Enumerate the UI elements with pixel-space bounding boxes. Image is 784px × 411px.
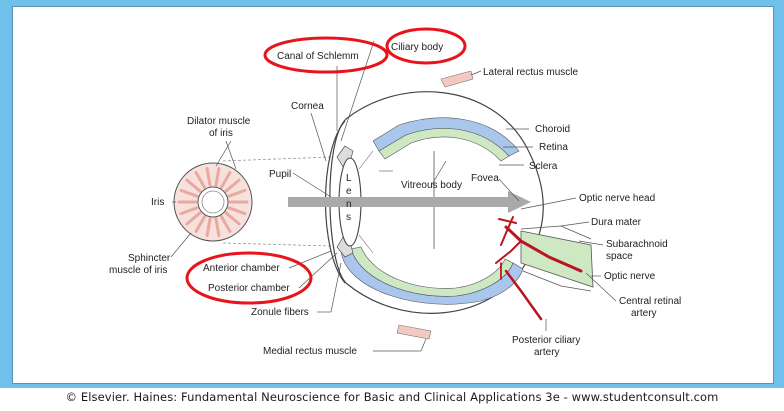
label-zonule-fibers: Zonule fibers [251, 307, 309, 318]
iris-spoke [185, 178, 202, 193]
label-sclera: Sclera [529, 161, 558, 172]
label-lens-s: s [346, 212, 351, 223]
highlight-circles [185, 27, 467, 305]
label-dura-mater: Dura mater [591, 217, 642, 228]
label-posterior-chamber: Posterior chamber [208, 283, 290, 294]
arteries [495, 216, 583, 321]
label-cornea: Cornea [291, 101, 324, 112]
label-central-retinal-1: Central retinal [619, 296, 681, 307]
label-vitreous-body: Vitreous body [401, 180, 462, 191]
iris-spoke [227, 188, 247, 198]
iris-spoke [227, 206, 247, 216]
label-pupil: Pupil [269, 169, 291, 180]
label-subarachnoid-1: Subarachnoid [606, 239, 668, 250]
highlight-canal-of-schlemm [263, 36, 389, 74]
iris-spoke [205, 217, 212, 237]
footer-divider [0, 386, 784, 388]
iris-spoke [179, 206, 199, 216]
footer-credit: © Elsevier. Haines: Fundamental Neurosci… [65, 390, 719, 404]
retina-upper [378, 128, 510, 162]
iris-spoke [214, 167, 221, 187]
highlight-chambers [185, 251, 313, 305]
iris-inset [173, 162, 253, 242]
label-choroid: Choroid [535, 124, 570, 135]
label-anterior-chamber: Anterior chamber [203, 263, 280, 274]
light-path-arrow [288, 191, 531, 213]
diagram-panel: Canal of Schlemm Ciliary body Lateral re… [12, 6, 774, 384]
label-lens-e: e [346, 186, 352, 197]
lateral-rectus-muscle [440, 70, 474, 88]
label-optic-nerve: Optic nerve [604, 271, 656, 282]
medial-rectus-muscle [396, 324, 432, 340]
iris-spoke [224, 178, 241, 193]
iris-spoke [224, 211, 241, 226]
label-optic-nerve-head: Optic nerve head [579, 193, 655, 204]
iris-spoke [205, 167, 212, 187]
guide-line-upper [222, 156, 332, 162]
label-central-retinal-2: artery [631, 308, 657, 319]
label-iris: Iris [151, 197, 164, 208]
label-retina: Retina [539, 142, 568, 153]
iris-spoke [214, 217, 221, 237]
label-subarachnoid-2: space [606, 251, 633, 262]
label-posterior-ciliary-2: artery [534, 347, 560, 358]
label-sphincter-2: muscle of iris [109, 265, 167, 276]
label-lens-l: L [346, 173, 352, 184]
label-dilator-muscle-2: of iris [209, 128, 233, 139]
label-posterior-ciliary-1: Posterior ciliary [512, 335, 580, 346]
highlight-ciliary-body [385, 27, 467, 65]
label-medial-rectus-muscle: Medial rectus muscle [263, 346, 357, 357]
iris-spoke [220, 171, 232, 189]
iris-spoke [194, 215, 206, 233]
label-lens-n: n [346, 199, 352, 210]
iris-spoke [194, 171, 206, 189]
iris-spoke [220, 215, 232, 233]
label-ciliary-body: Ciliary body [391, 42, 443, 53]
guide-line-lower [222, 242, 332, 247]
retina-lower [350, 246, 514, 297]
label-lateral-rectus-muscle: Lateral rectus muscle [483, 67, 578, 78]
label-sphincter-1: Sphincter [128, 253, 171, 264]
label-dilator-muscle-1: Dilator muscle [187, 116, 251, 127]
eye-diagram: Canal of Schlemm Ciliary body Lateral re… [109, 27, 681, 358]
footer-bar: © Elsevier. Haines: Fundamental Neurosci… [0, 386, 784, 411]
iris-spoke [185, 211, 202, 226]
label-canal-of-schlemm: Canal of Schlemm [277, 51, 359, 62]
iris-spoke [179, 188, 199, 198]
label-fovea: Fovea [471, 173, 499, 184]
